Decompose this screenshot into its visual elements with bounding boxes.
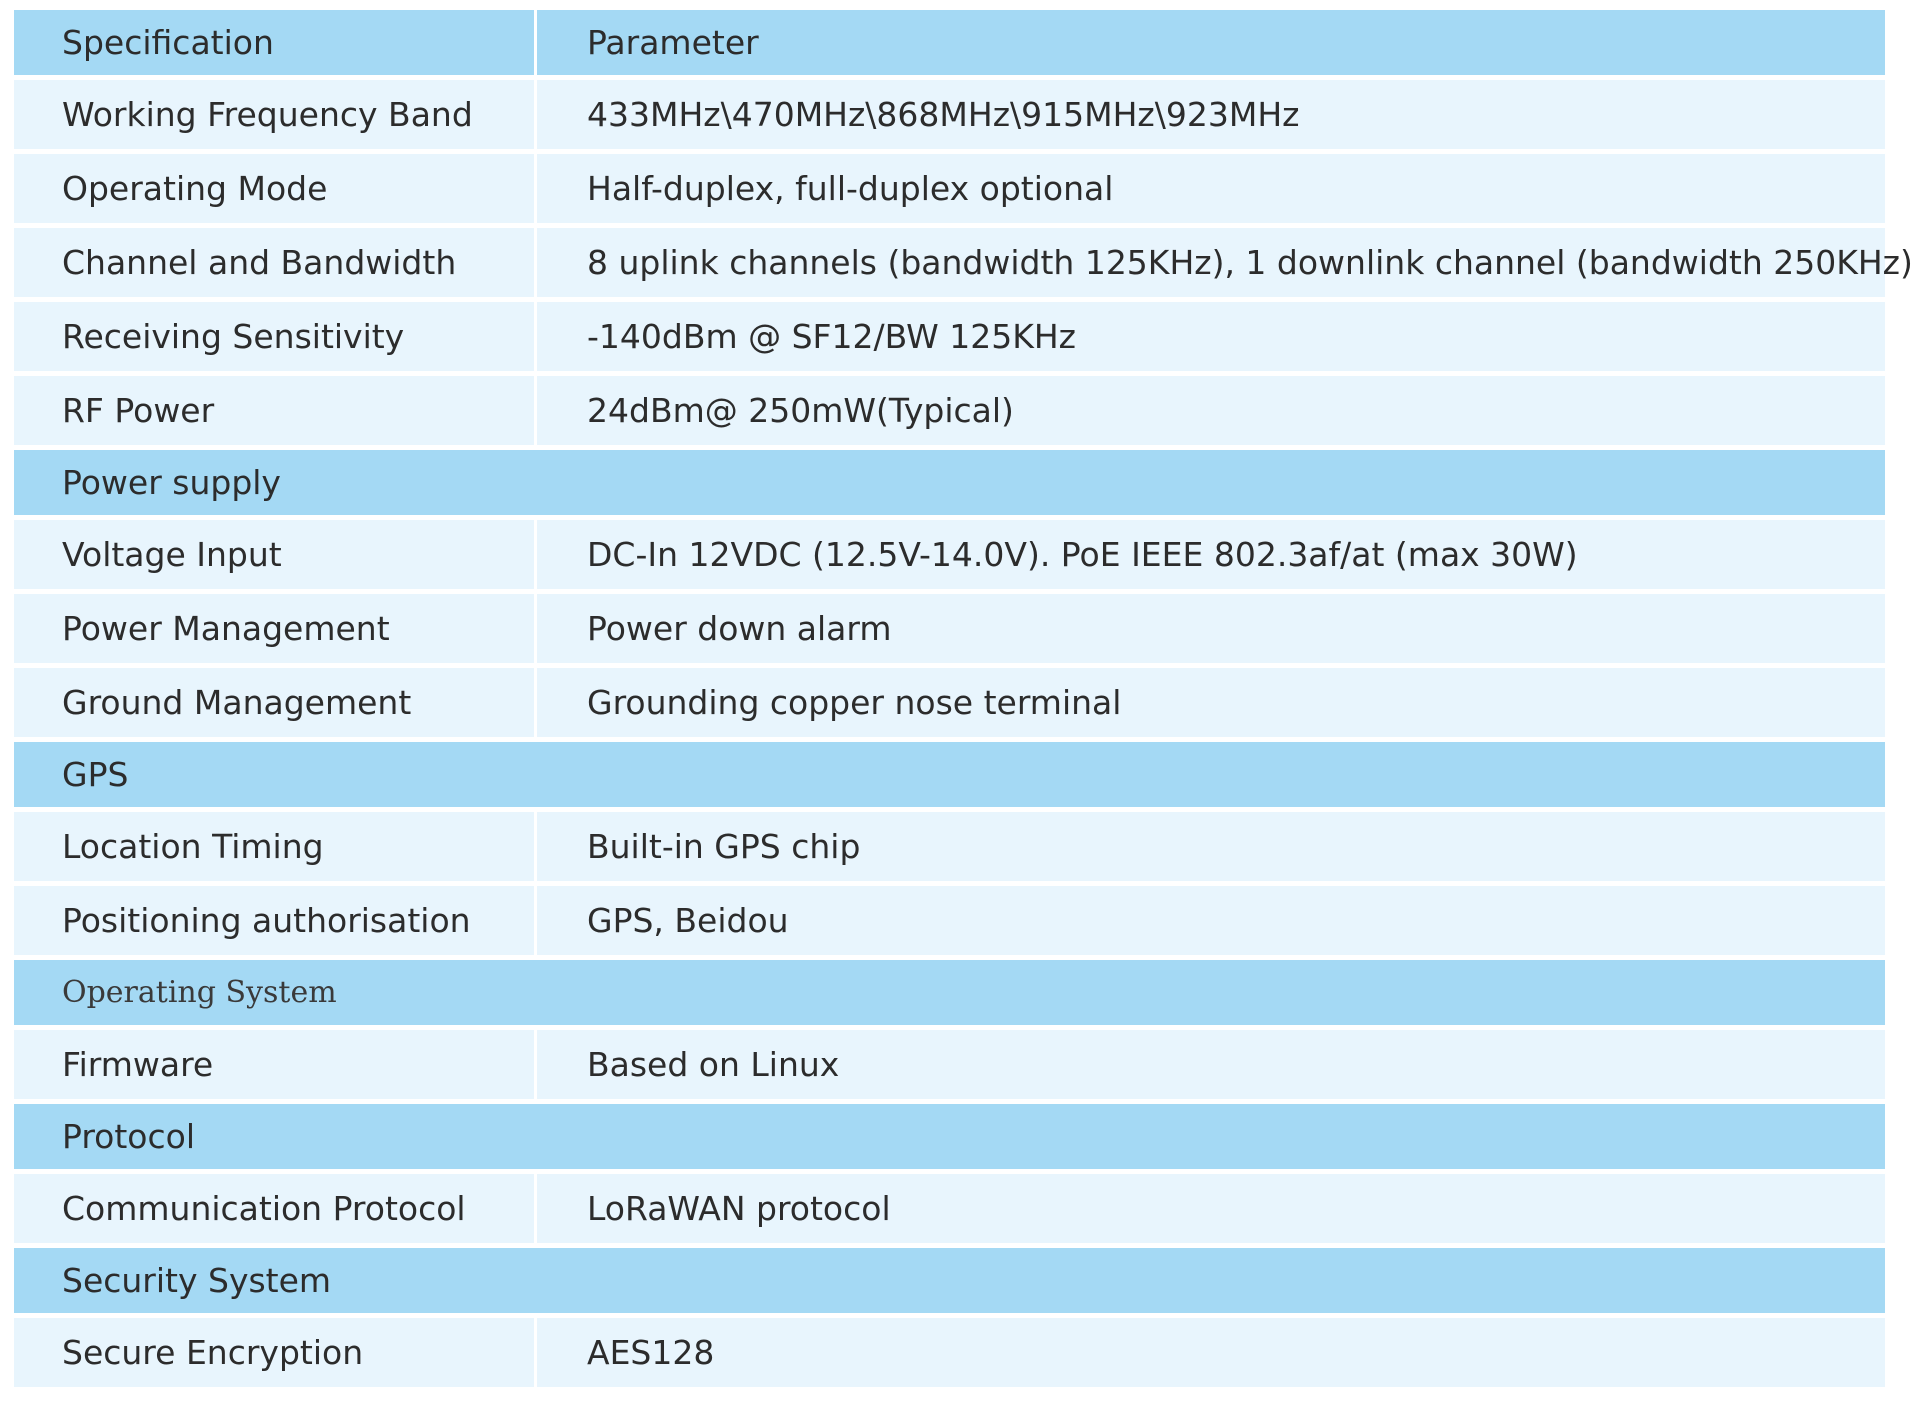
spec-name-cell: Communication Protocol — [14, 1174, 537, 1248]
section-header-row: Power supply — [14, 450, 1885, 520]
param-value-cell: 433MHz\470MHz\868MHz\915MHz\923MHz — [537, 80, 1885, 154]
section-title: Security System — [14, 1248, 1885, 1318]
spec-name-cell: Secure Encryption — [14, 1318, 537, 1387]
spec-name-cell: Power Management — [14, 594, 537, 668]
spec-name-cell: Ground Management — [14, 668, 537, 742]
table-row: Receiving Sensitivity-140dBm @ SF12/BW 1… — [14, 302, 1885, 376]
section-title: Power supply — [14, 450, 1885, 520]
param-value-cell: Based on Linux — [537, 1030, 1885, 1104]
param-value-cell: Power down alarm — [537, 594, 1885, 668]
param-value-cell: DC-In 12VDC (12.5V-14.0V). PoE IEEE 802.… — [537, 520, 1885, 594]
spec-name-cell: Receiving Sensitivity — [14, 302, 537, 376]
spec-name-cell: Location Timing — [14, 812, 537, 886]
param-value-cell: Grounding copper nose terminal — [537, 668, 1885, 742]
spec-table: Specification Parameter Working Frequenc… — [14, 10, 1913, 1387]
section-title: Protocol — [14, 1104, 1885, 1174]
section-header-row: Operating System — [14, 960, 1885, 1030]
spec-name-cell: Voltage Input — [14, 520, 537, 594]
param-value-cell: LoRaWAN protocol — [537, 1174, 1885, 1248]
param-value-cell: -140dBm @ SF12/BW 125KHz — [537, 302, 1885, 376]
param-value-cell: 8 uplink channels (bandwidth 125KHz), 1 … — [537, 228, 1913, 302]
spec-name-cell: RF Power — [14, 376, 537, 450]
param-value-cell: Half-duplex, full-duplex optional — [537, 154, 1885, 228]
spec-name-cell: Firmware — [14, 1030, 537, 1104]
param-value-cell: AES128 — [537, 1318, 1885, 1387]
header-parameter: Parameter — [537, 10, 1885, 80]
table-header-row: Specification Parameter — [14, 10, 1885, 80]
spec-name-cell: Working Frequency Band — [14, 80, 537, 154]
section-title: GPS — [14, 742, 1885, 812]
spec-table-body: Specification Parameter Working Frequenc… — [14, 10, 1913, 1387]
spec-name-cell: Positioning authorisation — [14, 886, 537, 960]
spec-name-cell: Channel and Bandwidth — [14, 228, 537, 302]
param-value-cell: Built-in GPS chip — [537, 812, 1885, 886]
section-title: Operating System — [14, 960, 1885, 1030]
param-value-cell: 24dBm@ 250mW(Typical) — [537, 376, 1885, 450]
param-value-cell: GPS, Beidou — [537, 886, 1885, 960]
header-specification: Specification — [14, 10, 537, 80]
section-header-row: Security System — [14, 1248, 1885, 1318]
spec-name-cell: Operating Mode — [14, 154, 537, 228]
section-header-row: GPS — [14, 742, 1885, 812]
section-header-row: Protocol — [14, 1104, 1885, 1174]
